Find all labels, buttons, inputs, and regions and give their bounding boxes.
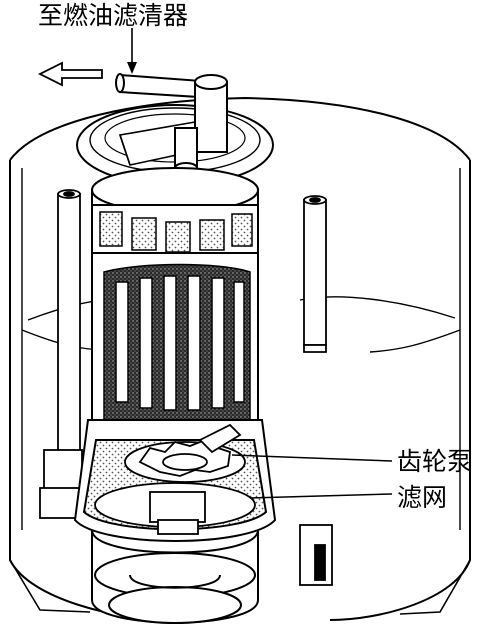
bottom-bracket (299, 524, 333, 586)
filter-screen (94, 482, 256, 535)
left-tube (39, 189, 87, 519)
leader-line-gear-pump (231, 454, 393, 462)
flow-arrow-icon (37, 61, 103, 87)
label-gear-pump: 齿轮泵 (397, 447, 473, 476)
armature-windings (103, 263, 251, 421)
right-tube (303, 195, 327, 353)
leader-line-filter-screen (249, 493, 393, 499)
label-filter-screen: 滤网 (397, 483, 448, 512)
reservoir-housing (9, 96, 471, 621)
gear-pump (124, 423, 246, 483)
label-to-fuel-filter: 至燃油滤清器 (38, 1, 189, 30)
outlet-pipe (115, 73, 228, 174)
leader-arrow-outlet (127, 62, 137, 74)
pump-base (91, 529, 259, 624)
magnet-ring (99, 211, 253, 253)
